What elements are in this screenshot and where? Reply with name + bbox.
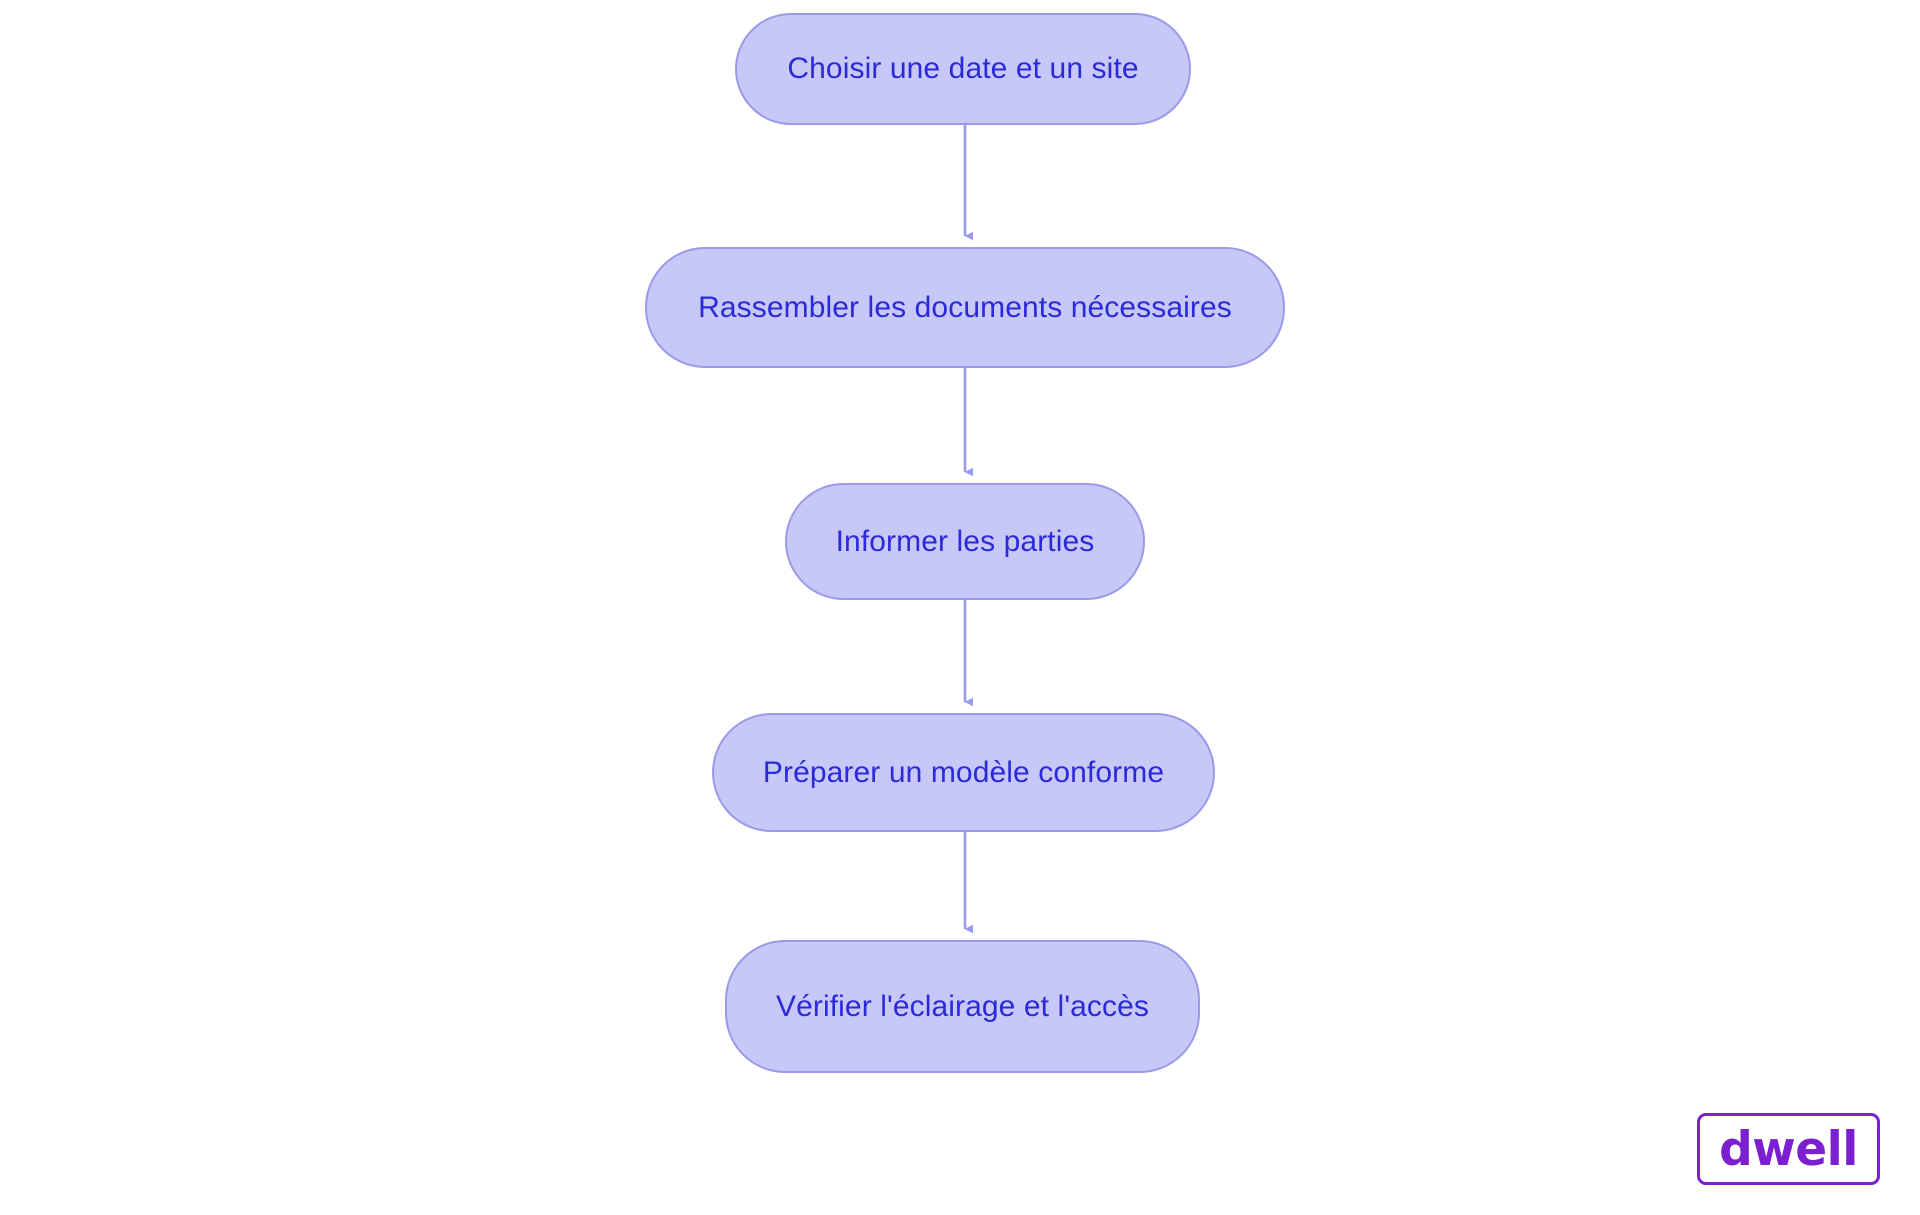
dwell-logo-text: dwell (1719, 1121, 1858, 1177)
flowchart-node-informer-parties[interactable]: Informer les parties (785, 483, 1145, 600)
node-label: Rassembler les documents nécessaires (698, 290, 1232, 324)
flowchart-node-rassembler-documents[interactable]: Rassembler les documents nécessaires (645, 247, 1285, 368)
dwell-logo: dwell (1697, 1113, 1880, 1185)
node-label: Choisir une date et un site (787, 52, 1139, 85)
flowchart-node-choisir-date-site[interactable]: Choisir une date et un site (735, 13, 1191, 125)
node-label: Informer les parties (835, 524, 1095, 558)
node-label: Vérifier l'éclairage et l'accès (775, 989, 1150, 1023)
flowchart-node-verifier-eclairage-acces[interactable]: Vérifier l'éclairage et l'accès (725, 940, 1200, 1073)
flowchart-node-preparer-modele[interactable]: Préparer un modèle conforme (712, 713, 1215, 832)
node-label: Préparer un modèle conforme (762, 755, 1165, 789)
